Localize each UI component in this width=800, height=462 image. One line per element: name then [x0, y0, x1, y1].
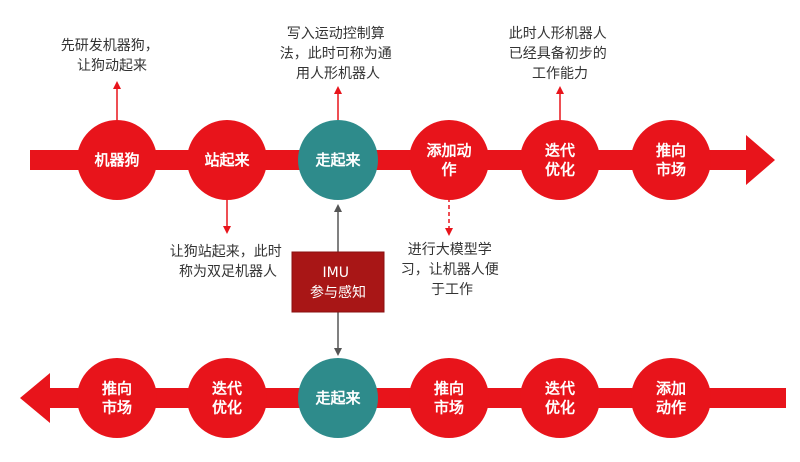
bottom-stage-1-circle	[77, 358, 157, 438]
top-stage-3-label-line-1: 走起来	[315, 151, 361, 169]
dog-annotation: 先研发机器狗， 让狗动起来	[61, 38, 163, 74]
top-stage-3-circle	[298, 120, 378, 200]
iterate-annotation-line-3: 工作能力	[532, 66, 588, 82]
stand-annotation-line-1: 让狗站起来，此时	[170, 244, 282, 260]
bottom-stage-5-label: 迭代优化	[545, 380, 575, 417]
iterate-annotation-line-2: 已经具备初步的	[509, 45, 607, 62]
walk-annotation-line-3: 用人形机器人	[296, 66, 380, 82]
top-stage-4-label: 添加动作	[426, 142, 471, 179]
bottom-stage-1-label-line-2: 市场	[102, 399, 132, 417]
walk-annotation-line-2: 法，此时可称为通	[280, 46, 392, 62]
top-stage-4-label-line-2: 作	[441, 161, 456, 179]
svg-text:IMU 参与感知: IMU 参与感知	[310, 265, 366, 301]
top-stage-5-circle	[520, 120, 600, 200]
top-stage-5-label-line-1: 迭代	[545, 142, 575, 160]
iterate-annotation-line-1: 此时人形机器人	[509, 26, 607, 42]
top-stage-4-circle	[409, 120, 489, 200]
top-row-nodes: 机器狗 站起来 走起来 添加动作 迭代优化 推向市场	[77, 120, 711, 200]
bottom-stage-5-label-line-1: 迭代	[545, 380, 575, 398]
bottom-stage-1-label-line-1: 推向	[102, 380, 132, 398]
top-stage-6-label-line-1: 推向	[656, 142, 686, 160]
bottom-stage-5-circle	[520, 358, 600, 438]
top-stage-6-circle	[631, 120, 711, 200]
top-stage-2-label-line-1: 站起来	[204, 151, 250, 169]
dog-annotation-line-2: 让狗动起来	[77, 58, 147, 74]
action-annotation: 进行大模型学 习，让机器人便 于工作	[401, 242, 503, 298]
action-annotation-line-1: 进行大模型学	[408, 242, 492, 258]
bottom-stage-5-label-line-2: 优化	[545, 399, 575, 417]
imu-label-line-2: 参与感知	[310, 284, 366, 301]
action-annotation-line-2: 习，让机器人便	[401, 262, 499, 278]
walk-annotation-line-1: 写入运动控制算	[287, 26, 385, 42]
top-timeline-arrow	[30, 135, 775, 185]
bottom-stage-2-label-line-2: 优化	[212, 399, 242, 417]
top-stage-1-circle	[77, 120, 157, 200]
bottom-stage-4-circle	[409, 358, 489, 438]
top-stage-5-label-line-2: 优化	[545, 161, 575, 179]
bottom-stage-6-label: 添加动作	[656, 380, 686, 417]
action-annotation-line-3: 于工作	[431, 282, 473, 298]
bottom-stage-3-label: 走起来	[315, 389, 361, 407]
bottom-stage-6-label-line-2: 动作	[656, 399, 686, 417]
top-stage-2-label: 站起来	[204, 151, 250, 169]
dog-annotation-line-1: 先研发机器狗，	[61, 38, 159, 54]
top-stage-1-label-line-1: 机器狗	[94, 151, 139, 169]
bottom-stage-2-label: 迭代优化	[212, 380, 242, 417]
walk-annotation: 写入运动控制算 法，此时可称为通 用人形机器人	[280, 26, 396, 82]
bottom-timeline-arrow	[20, 373, 786, 423]
bottom-stage-1-label: 推向市场	[102, 380, 132, 417]
bottom-stage-3-label-line-1: 走起来	[315, 389, 361, 407]
top-stage-2-circle	[187, 120, 267, 200]
stand-annotation-line-2: 称为双足机器人	[179, 264, 277, 280]
top-stage-3-label: 走起来	[315, 151, 361, 169]
bottom-stage-4-label: 推向市场	[434, 380, 464, 417]
bottom-stage-6-circle	[631, 358, 711, 438]
iterate-annotation: 此时人形机器人 已经具备初步的 工作能力	[509, 26, 611, 82]
top-stage-4-label-line-1: 添加动	[426, 142, 471, 160]
top-stage-6-label: 推向市场	[656, 142, 686, 179]
bottom-stage-6-label-line-1: 添加	[656, 380, 686, 398]
bottom-stage-3-circle	[298, 358, 378, 438]
top-stage-1-label: 机器狗	[94, 151, 139, 169]
top-stage-5-label: 迭代优化	[545, 142, 575, 179]
stand-annotation: 让狗站起来，此时 称为双足机器人	[170, 244, 286, 280]
imu-box	[291, 251, 385, 313]
bottom-stage-2-circle	[187, 358, 267, 438]
bottom-stage-4-label-line-2: 市场	[434, 399, 464, 417]
bottom-stage-2-label-line-1: 迭代	[212, 380, 242, 398]
bottom-stage-4-label-line-1: 推向	[434, 380, 464, 398]
imu-label-line-1: IMU	[323, 265, 349, 281]
top-stage-6-label-line-2: 市场	[656, 161, 686, 179]
